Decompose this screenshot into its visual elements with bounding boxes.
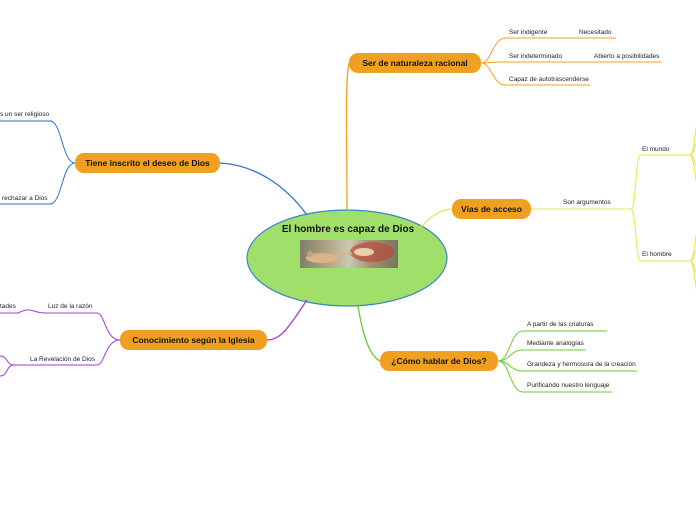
subtopic-grandeza-hermosura[interactable]: Grandeza y hermosura de la creación (527, 361, 636, 368)
topic-como-hablar-de-dios[interactable]: ¿Cómo hablar de Dios? (380, 351, 498, 371)
subtopic-revelacion-de-dios[interactable]: La Revelación de Dios (30, 356, 96, 363)
subtopic-rechazar-a-dios[interactable]: rechazar a Dios (2, 195, 48, 202)
subtopic-son-argumentos[interactable]: Son argumentos (563, 199, 611, 206)
subtopic-el-mundo[interactable]: El mundo (642, 146, 670, 153)
connector-deseo (219, 162, 308, 216)
connector-racional-items (480, 37, 507, 86)
subtopic-abierto-posibilidades[interactable]: Abierto a posibilidades (594, 53, 660, 60)
connector-hombre-leaves (689, 233, 696, 290)
connector-conocimiento (266, 299, 308, 341)
subtopic-luz-de-la-razon[interactable]: Luz de la razón (48, 303, 93, 310)
connector-mundo-leaves (689, 126, 696, 184)
subtopic-mediante-analogias[interactable]: Mediante analogías (527, 340, 584, 347)
subtopic-ser-indeterminado[interactable]: Ser indeterminado (509, 53, 563, 60)
connector-hablar (357, 305, 381, 362)
subtopic-ser-indigente[interactable]: Ser indigente (509, 29, 548, 36)
subtopic-autotrascenderse[interactable]: Capaz de autotrascenderse (509, 76, 589, 83)
topic-naturaleza-racional[interactable]: Ser de naturaleza racional (349, 53, 481, 73)
subtopic-necesitado[interactable]: Necesitado (579, 29, 612, 36)
connector-racional (345, 62, 350, 211)
topic-deseo-de-dios[interactable]: Tiene inscrito el deseo de Dios (75, 153, 220, 173)
subtopic-a-partir-criaturas[interactable]: A partir de las criaturas (527, 321, 594, 328)
subtopic-ser-religioso[interactable]: s un ser religioso (0, 111, 50, 118)
subtopic-purificando-lenguaje[interactable]: Purificando nuestro lenguaje (527, 382, 610, 389)
topic-vias-de-acceso[interactable]: Vías de acceso (452, 199, 531, 219)
connector-revelacion-leaves (0, 355, 15, 377)
connector-hablar-items (497, 330, 524, 393)
topic-conocimiento-iglesia[interactable]: Conocimiento según la Iglesia (120, 330, 267, 350)
connector-deseo-items (49, 120, 76, 205)
connector-razon-tades (17, 309, 46, 314)
connector-conocimiento-items (96, 312, 121, 366)
subtopic-tades[interactable]: tades (0, 303, 16, 310)
subtopic-el-hombre[interactable]: El hombre (642, 251, 672, 258)
central-title: El hombre es capaz de Dios (281, 224, 415, 235)
creation-of-adam-image (300, 240, 398, 268)
connector-vias (419, 208, 453, 229)
connector-vias-sub (630, 154, 641, 262)
